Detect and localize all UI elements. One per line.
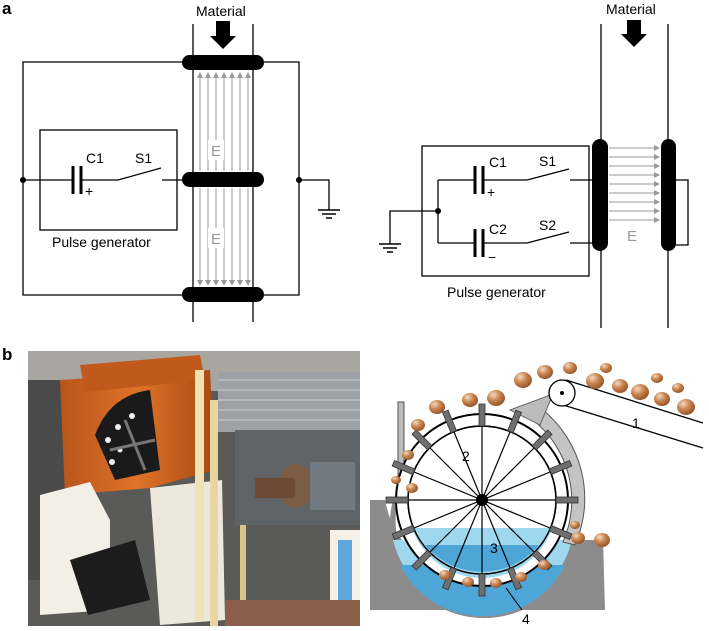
right-ground-icon xyxy=(379,243,401,253)
right-right-electrode xyxy=(661,139,676,251)
left-generator-label: Pulse generator xyxy=(52,234,151,250)
right-c2-polarity: − xyxy=(488,249,496,265)
right-c1-polarity: + xyxy=(487,184,495,200)
right-s1-label: S1 xyxy=(539,153,556,169)
wheel-hub xyxy=(476,494,488,506)
left-field-label-top: E xyxy=(211,143,221,160)
left-circuit: Material E E xyxy=(20,3,340,322)
wheel-diagram: 1 2 3 4 xyxy=(370,362,704,627)
right-field-lines xyxy=(609,145,660,223)
left-c1-label: C1 xyxy=(86,150,104,166)
plant-photo xyxy=(28,351,360,626)
panel-label-a: a xyxy=(2,0,12,18)
label-4-trough: 4 xyxy=(522,611,530,627)
right-c2-label: C2 xyxy=(489,221,507,237)
label-2-wheel: 2 xyxy=(462,448,470,464)
left-c1-polarity: + xyxy=(85,183,93,199)
conveyor-belt xyxy=(548,379,704,449)
right-capacitor-c1 xyxy=(473,166,485,194)
label-3-water: 3 xyxy=(490,540,498,556)
left-bottom-electrode xyxy=(182,287,264,302)
left-middle-electrode xyxy=(182,172,264,187)
right-field-label: E xyxy=(627,228,637,245)
right-left-electrode xyxy=(592,139,608,251)
panel-label-b: b xyxy=(2,345,12,364)
left-s1-label: S1 xyxy=(135,150,152,166)
left-capacitor-c1 xyxy=(71,166,83,194)
right-circuit: Material E xyxy=(379,1,689,328)
left-field-label-bottom: E xyxy=(211,231,221,248)
right-s2-label: S2 xyxy=(539,217,556,233)
left-material-arrow-icon xyxy=(210,21,236,49)
right-capacitor-c2 xyxy=(473,229,485,257)
rocks xyxy=(391,362,695,588)
right-generator-label: Pulse generator xyxy=(447,284,546,300)
label-1-conveyor: 1 xyxy=(632,415,640,431)
right-switch-s1 xyxy=(526,168,570,181)
right-material-arrow-icon xyxy=(621,20,647,47)
left-material-label: Material xyxy=(196,3,246,19)
left-top-electrode xyxy=(182,55,264,70)
right-c1-label: C1 xyxy=(489,154,507,170)
right-material-label: Material xyxy=(606,1,656,17)
left-ground-icon xyxy=(318,209,340,219)
left-switch-s1 xyxy=(117,167,162,181)
right-switch-s2 xyxy=(526,231,570,244)
